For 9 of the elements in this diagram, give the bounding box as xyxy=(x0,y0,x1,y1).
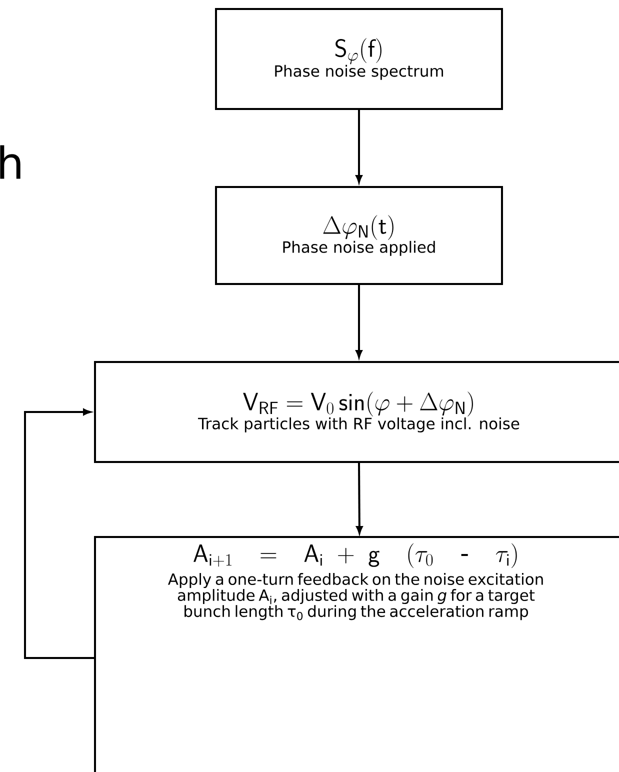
process-box: $\mathsf{V}_{\mathsf{RF}} = \mathsf{V}_{0}\,\mathsf{sin}(\varphi + \Delta\varphi_{\mathsf{N}})$ Track particles with RF voltage incl. noise xyxy=(94,361,619,463)
process-box: $\mathsf{S}_{\varphi}(\mathsf{f})$ Phase noise spectrum xyxy=(215,8,503,110)
process-box: $\Delta\varphi_{\mathsf{N}}(\mathsf{t})$ Phase noise applied xyxy=(215,186,503,285)
arrow xyxy=(356,110,362,183)
process-box: $\mathsf{A}_{\mathsf{i}+1} = \mathsf{A}_{\mathsf{i}} + \mathsf{g}\;(\tau_{0}\;\text{-}\;\tau_{\mathsf{i}})$ Apply a one-turn feedback on the noise excitation amplitude A$_{i}$, adjusted with a gain g for a target bunch length τ$_{0}$ during the acceleration ramp xyxy=(94,536,619,772)
arrow xyxy=(356,285,362,358)
arrow xyxy=(24,408,95,659)
text-fragment: h xyxy=(0,145,20,179)
arrow xyxy=(356,462,363,534)
